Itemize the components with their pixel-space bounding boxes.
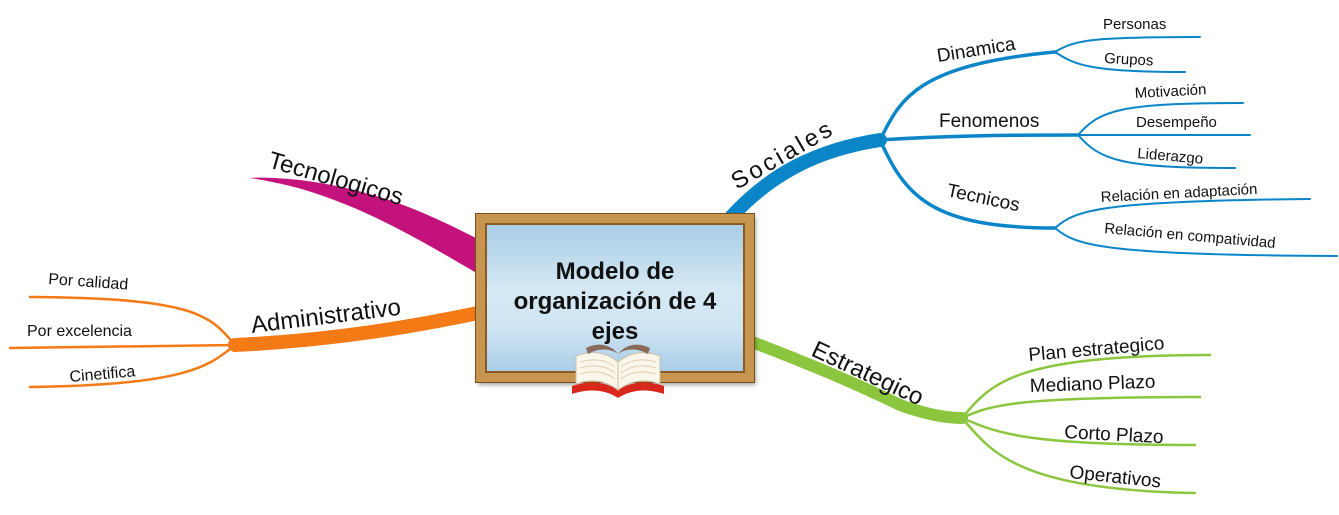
tecnicos-label: Tecnicos <box>945 180 1022 216</box>
liderazgo-label: Liderazgo <box>1137 145 1204 168</box>
mediano-plazo-label: Mediano Plazo <box>1029 372 1155 397</box>
sociales-trunk-tip <box>757 137 883 193</box>
cinetifica-label: Cinetifica <box>69 363 136 386</box>
motivacion-line <box>1077 102 1244 136</box>
tecnologicos-trunk <box>250 177 480 275</box>
corto-plazo-label: Corto Plazo <box>1064 422 1164 448</box>
relacion-adaptacion-line <box>1054 198 1311 229</box>
branch-tecnologicos <box>250 177 480 275</box>
por-excelencia-label: Por excelencia <box>27 323 132 340</box>
branch-estrategico <box>746 336 1212 495</box>
dinamica-line <box>878 50 1057 142</box>
por-excelencia-line <box>8 343 237 350</box>
plan-estrategico-line <box>960 353 1212 420</box>
branch-administrativo <box>8 295 485 389</box>
central-topic-title: Modelo de organización de 4 ejes <box>513 258 717 345</box>
fenomenos-label: Fenomenos <box>939 111 1039 132</box>
branch-sociales <box>725 36 1338 257</box>
desempeno-label: Desempeño <box>1136 114 1217 131</box>
personas-label: Personas <box>1103 16 1166 33</box>
grupos-line <box>1054 51 1186 73</box>
por-calidad-line <box>28 295 237 347</box>
estrategico-trunk-tip <box>867 392 965 421</box>
grupos-label: Grupos <box>1104 50 1154 70</box>
fenomenos-line <box>878 133 1080 142</box>
por-calidad-label: Por calidad <box>48 271 129 294</box>
relacion-compatividad-label: Relación en compatividad <box>1104 220 1277 252</box>
liderazgo-line <box>1077 134 1236 169</box>
relacion-compatividad-line <box>1054 227 1338 257</box>
open-book-icon <box>572 344 664 398</box>
mediano-plazo-line <box>960 395 1202 420</box>
plan-estrategico-label: Plan estrategico <box>1028 333 1166 366</box>
personas-line <box>1054 36 1201 53</box>
corto-plazo-line <box>960 416 1197 447</box>
operativos-line <box>960 416 1197 495</box>
motivacion-label: Motivación <box>1134 81 1206 102</box>
administrativo-trunk-tip <box>232 334 363 348</box>
tecnicos-line <box>878 138 1057 230</box>
cinetifica-line <box>28 343 237 389</box>
dinamica-label: Dinamica <box>935 34 1017 67</box>
